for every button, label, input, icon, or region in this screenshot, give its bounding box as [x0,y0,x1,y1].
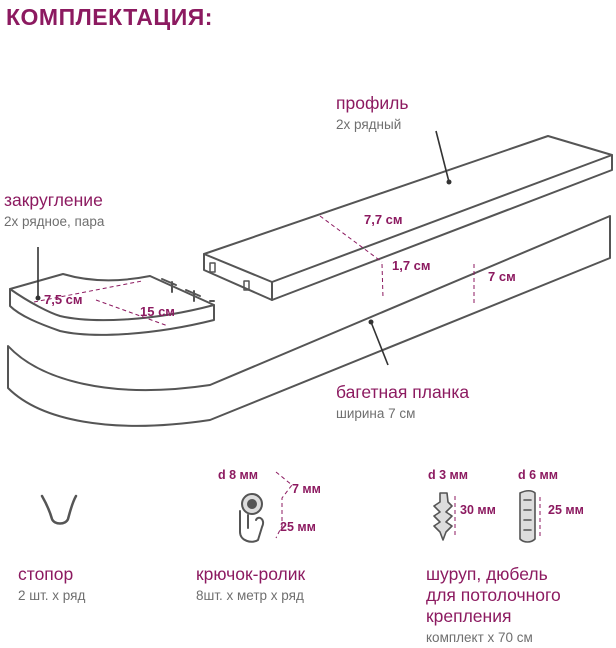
page-title: КОМПЛЕКТАЦИЯ: [6,4,213,30]
profile-height-dimension: 1,7 см [392,258,431,273]
hook-dimension-bottom: 25 мм [280,520,316,534]
fixing-sub: комплект х 70 см [426,630,533,645]
dowel-drawing [519,489,536,543]
profile-label: профиль [336,93,409,113]
hook-diameter: d 8 мм [218,468,259,482]
fixing-label-line2: для потолочного [426,585,561,605]
baguette-label: багетная планка [336,382,470,402]
profile-sub: 2х рядный [336,117,402,132]
rounding-label: закругление [4,190,103,210]
dowel-length: 25 мм [548,503,584,517]
baguette-plank-drawing [7,215,611,427]
fixing-label-line3: крепления [426,606,512,626]
rounding-sub: 2х рядное, пара [4,214,105,229]
fixing-label-line1: шуруп, дюбель [426,564,548,584]
profile-rail-drawing [203,135,613,301]
stopper-drawing [40,494,78,525]
hook-sub: 8шт. х метр х ряд [196,588,304,603]
screw-drawing [433,492,453,541]
rounding-corner-drawing [9,273,215,336]
baguette-height-dimension: 7 см [488,269,516,284]
profile-width-dimension: 7,7 см [364,212,403,227]
stopper-sub: 2 шт. х ряд [18,588,86,603]
dowel-diameter: d 6 мм [518,468,559,482]
rounding-dimension-b: 15 см [140,304,175,319]
hook-label: крючок-ролик [196,564,306,584]
stopper-label: стопор [18,564,74,584]
rounding-dimension-a: 7,5 см [44,292,83,307]
screw-diameter: d 3 мм [428,468,469,482]
baguette-sub: ширина 7 см [336,406,416,421]
screw-length: 30 мм [460,503,496,517]
hook-roller-drawing [239,493,265,543]
hook-dimension-top: 7 мм [292,482,321,496]
